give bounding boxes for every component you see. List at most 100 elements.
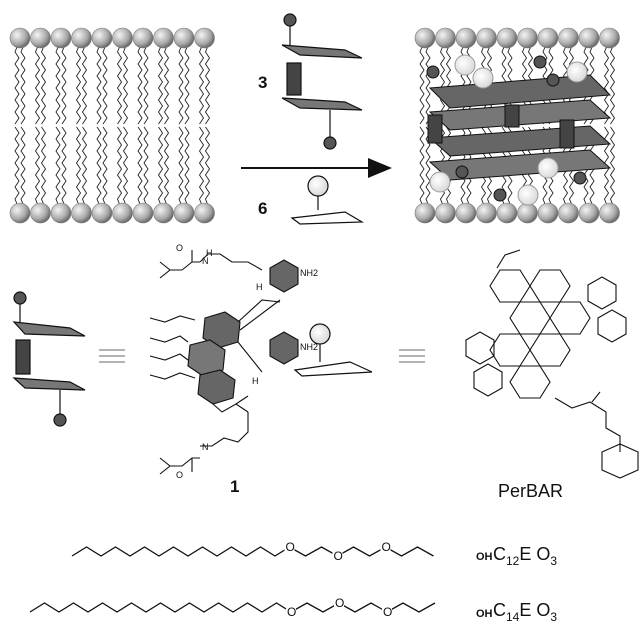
oxygen-label-background xyxy=(332,549,343,561)
lipid-headgroup xyxy=(50,27,72,49)
lipid-tail xyxy=(116,46,123,125)
lipid-tail xyxy=(122,46,129,125)
lipid-headgroup xyxy=(9,27,31,49)
lipid-tail xyxy=(20,126,26,205)
lipid-tail xyxy=(425,126,431,205)
lipid-tail xyxy=(204,46,211,125)
lipid-tail xyxy=(609,126,616,205)
lipid-tail xyxy=(137,126,143,205)
lipid-tail xyxy=(178,126,184,205)
reagent-6-icon xyxy=(290,175,365,225)
lipid-tail xyxy=(157,46,164,125)
lipid-tail xyxy=(55,126,61,205)
lipid-tail xyxy=(122,126,129,205)
ether-oxygen-label: O xyxy=(334,549,343,563)
lipid-headgroup xyxy=(30,202,51,224)
lipid-headgroup xyxy=(537,202,559,224)
nh2-label-bottom: NH2 xyxy=(300,342,318,352)
lipid-tail xyxy=(102,46,108,125)
lipid-headgroup xyxy=(517,202,538,224)
dye-name-label: PerBAR xyxy=(498,481,563,501)
lipid-headgroup xyxy=(476,202,497,224)
lipid-headgroup xyxy=(496,27,518,49)
lipid-tail xyxy=(96,46,102,125)
oxygen-label-background xyxy=(334,596,344,608)
lipid-headgroup xyxy=(455,27,477,49)
dye-icon-middle xyxy=(293,323,373,377)
reagent-3-number: 3 xyxy=(258,73,267,92)
lipid-headgroup xyxy=(71,202,92,224)
lipid-tail xyxy=(184,126,190,205)
lipid-tail xyxy=(81,46,88,125)
lipid-tail xyxy=(14,46,20,125)
lipid-headgroup xyxy=(112,202,133,224)
lipid-tail xyxy=(75,46,82,125)
lipid-headgroup xyxy=(153,202,174,224)
lipid-tail xyxy=(184,46,190,125)
lipid-headgroup xyxy=(153,27,174,49)
c14e3-formula: C14E O3 xyxy=(493,600,557,624)
lipid-headgroup xyxy=(537,27,559,49)
oxygen-label-background xyxy=(284,540,295,552)
ether-oxygens-c14: OOO xyxy=(286,596,392,619)
reagent-6-number: 6 xyxy=(258,199,267,218)
lipid-tail xyxy=(143,126,149,205)
lipid-headgroup xyxy=(132,27,154,49)
lipid-tail xyxy=(609,46,616,125)
equivalence-symbol-left xyxy=(99,349,125,363)
lipid-headgroup xyxy=(71,27,92,49)
lipid-tail xyxy=(157,126,164,205)
atom-h-label: H xyxy=(252,376,259,386)
oxygen-label-background xyxy=(380,540,391,552)
atom-o-label: O xyxy=(176,243,183,253)
lipid-tail xyxy=(40,46,47,125)
compound-1-atom-labels: H N O NH2 NH2 H H N O xyxy=(176,243,318,480)
lipid-headgroup xyxy=(599,202,620,224)
lipid-headgroup xyxy=(91,27,113,49)
oxygen-label-background xyxy=(286,605,296,617)
ether-oxygen-label: O xyxy=(287,605,296,619)
lipid-tail xyxy=(419,46,425,125)
perbar-structure xyxy=(465,249,639,479)
lipid-tail xyxy=(102,126,108,205)
lipid-headgroup xyxy=(50,202,72,224)
lipid-headgroup xyxy=(414,27,436,49)
lipid-headgroup xyxy=(30,27,51,49)
lipid-headgroup xyxy=(194,202,215,224)
lipid-tail xyxy=(116,126,123,205)
atom-n-label: N xyxy=(202,442,209,452)
surfactant-c14e3: OH C14E O3 xyxy=(29,600,557,624)
lipid-tail xyxy=(34,126,41,205)
lipid-headgroup xyxy=(173,202,195,224)
lipid-tail xyxy=(425,46,431,125)
surfactant-c12e3: OH C12E O3 xyxy=(71,544,557,568)
lipid-headgroup xyxy=(558,27,579,49)
lipid-headgroup xyxy=(194,27,215,49)
oxygen-label-background xyxy=(382,605,392,617)
lipid-headgroup xyxy=(517,27,538,49)
lipid-headgroup xyxy=(91,202,113,224)
ether-oxygen-label: O xyxy=(286,540,295,554)
lipid-headgroup xyxy=(558,202,579,224)
equivalence-symbol-right xyxy=(399,349,425,363)
lipid-headgroup xyxy=(112,27,133,49)
lipid-headgroup xyxy=(435,202,456,224)
reagent-3-icon xyxy=(281,13,363,150)
atom-o-label: O xyxy=(176,470,183,480)
c12e3-formula: C12E O3 xyxy=(493,544,557,568)
lipid-tail xyxy=(14,126,20,205)
lipid-tail xyxy=(178,46,184,125)
lipid-headgroup xyxy=(132,202,154,224)
lipid-tail xyxy=(40,126,47,205)
lipid-headgroup xyxy=(9,202,31,224)
lipid-headgroup xyxy=(578,27,600,49)
lipid-tail xyxy=(137,46,143,125)
lipid-tail xyxy=(55,46,61,125)
ether-oxygen-label: O xyxy=(335,596,344,610)
lipid-tail xyxy=(61,126,67,205)
hydroxyl-label: OH xyxy=(476,551,493,563)
lipid-tail xyxy=(198,46,205,125)
lipid-bilayer-left xyxy=(9,27,215,224)
